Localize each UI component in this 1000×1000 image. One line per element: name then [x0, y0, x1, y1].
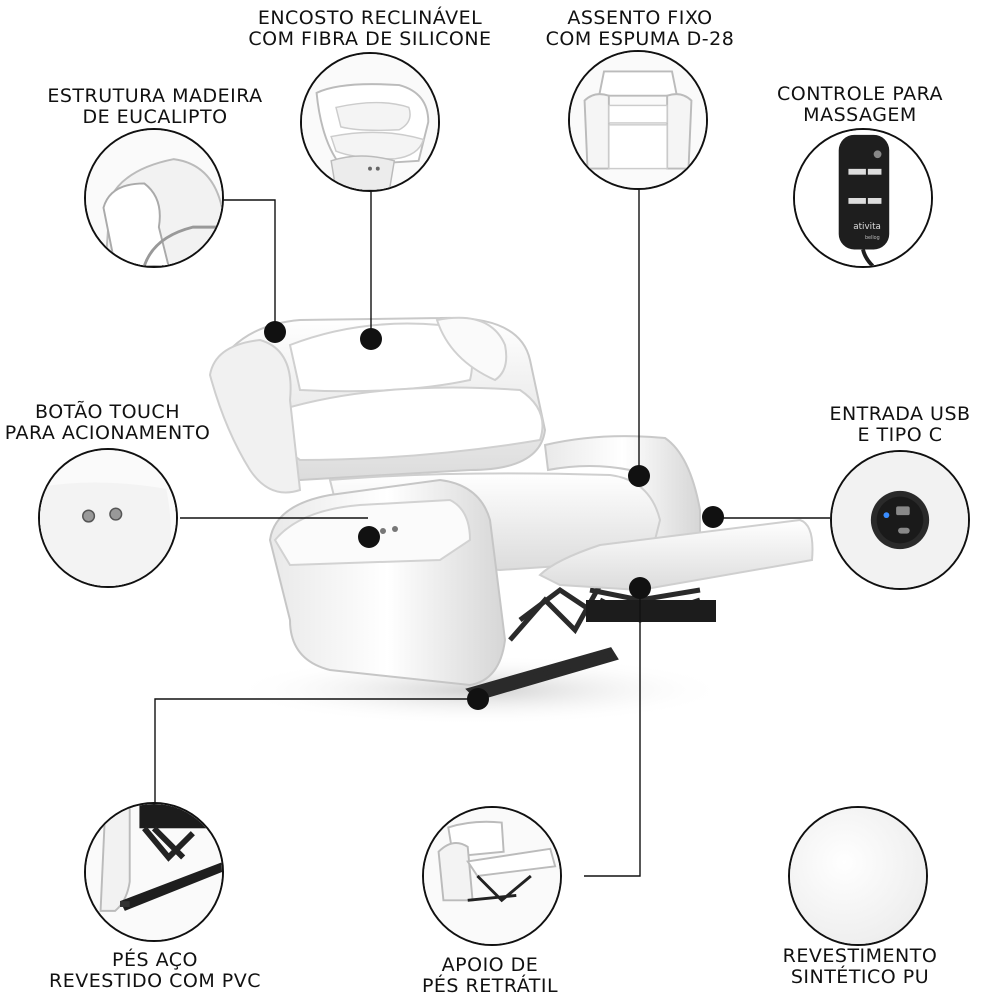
marker-dots [264, 321, 724, 710]
label-feet: PÉS AÇO REVESTIDO COM PVC [49, 949, 261, 992]
label-seat: ASSENTO FIXO COM ESPUMA D-28 [545, 7, 735, 50]
detail-usb-port [830, 450, 970, 590]
detail-touch-button [38, 448, 178, 588]
right-armrest [543, 435, 701, 561]
label-frame: ESTRUTURA MADEIRA DE EUCALIPTO [47, 85, 263, 128]
footrest [538, 518, 814, 592]
footrest-underside [586, 600, 716, 622]
label-footrest: APOIO DE PÉS RETRÁTIL [421, 954, 559, 997]
detail-upholstery [788, 806, 928, 946]
connector-lines [154, 180, 830, 877]
remote-sub: bellog [865, 235, 880, 241]
remote-brand: ativita [853, 222, 881, 232]
detail-massage-remote: ativita bellog [793, 128, 933, 268]
label-massage: CONTROLE PARA MASSAGEM [777, 83, 943, 126]
label-usb: ENTRADA USB E TIPO C [829, 403, 971, 446]
label-touch: BOTÃO TOUCH PARA ACIONAMENTO [4, 401, 211, 444]
detail-steel-feet [84, 802, 224, 942]
label-upholstery: REVESTIMENTO SINTÉTICO PU [782, 945, 938, 988]
label-backrest: ENCOSTO RECLINÁVEL COM FIBRA DE SILICONE [248, 7, 492, 50]
detail-seat [568, 50, 708, 190]
detail-backrest [300, 52, 440, 192]
detail-footrest [422, 806, 562, 946]
detail-frame [84, 128, 224, 268]
left-armrest [268, 478, 507, 687]
